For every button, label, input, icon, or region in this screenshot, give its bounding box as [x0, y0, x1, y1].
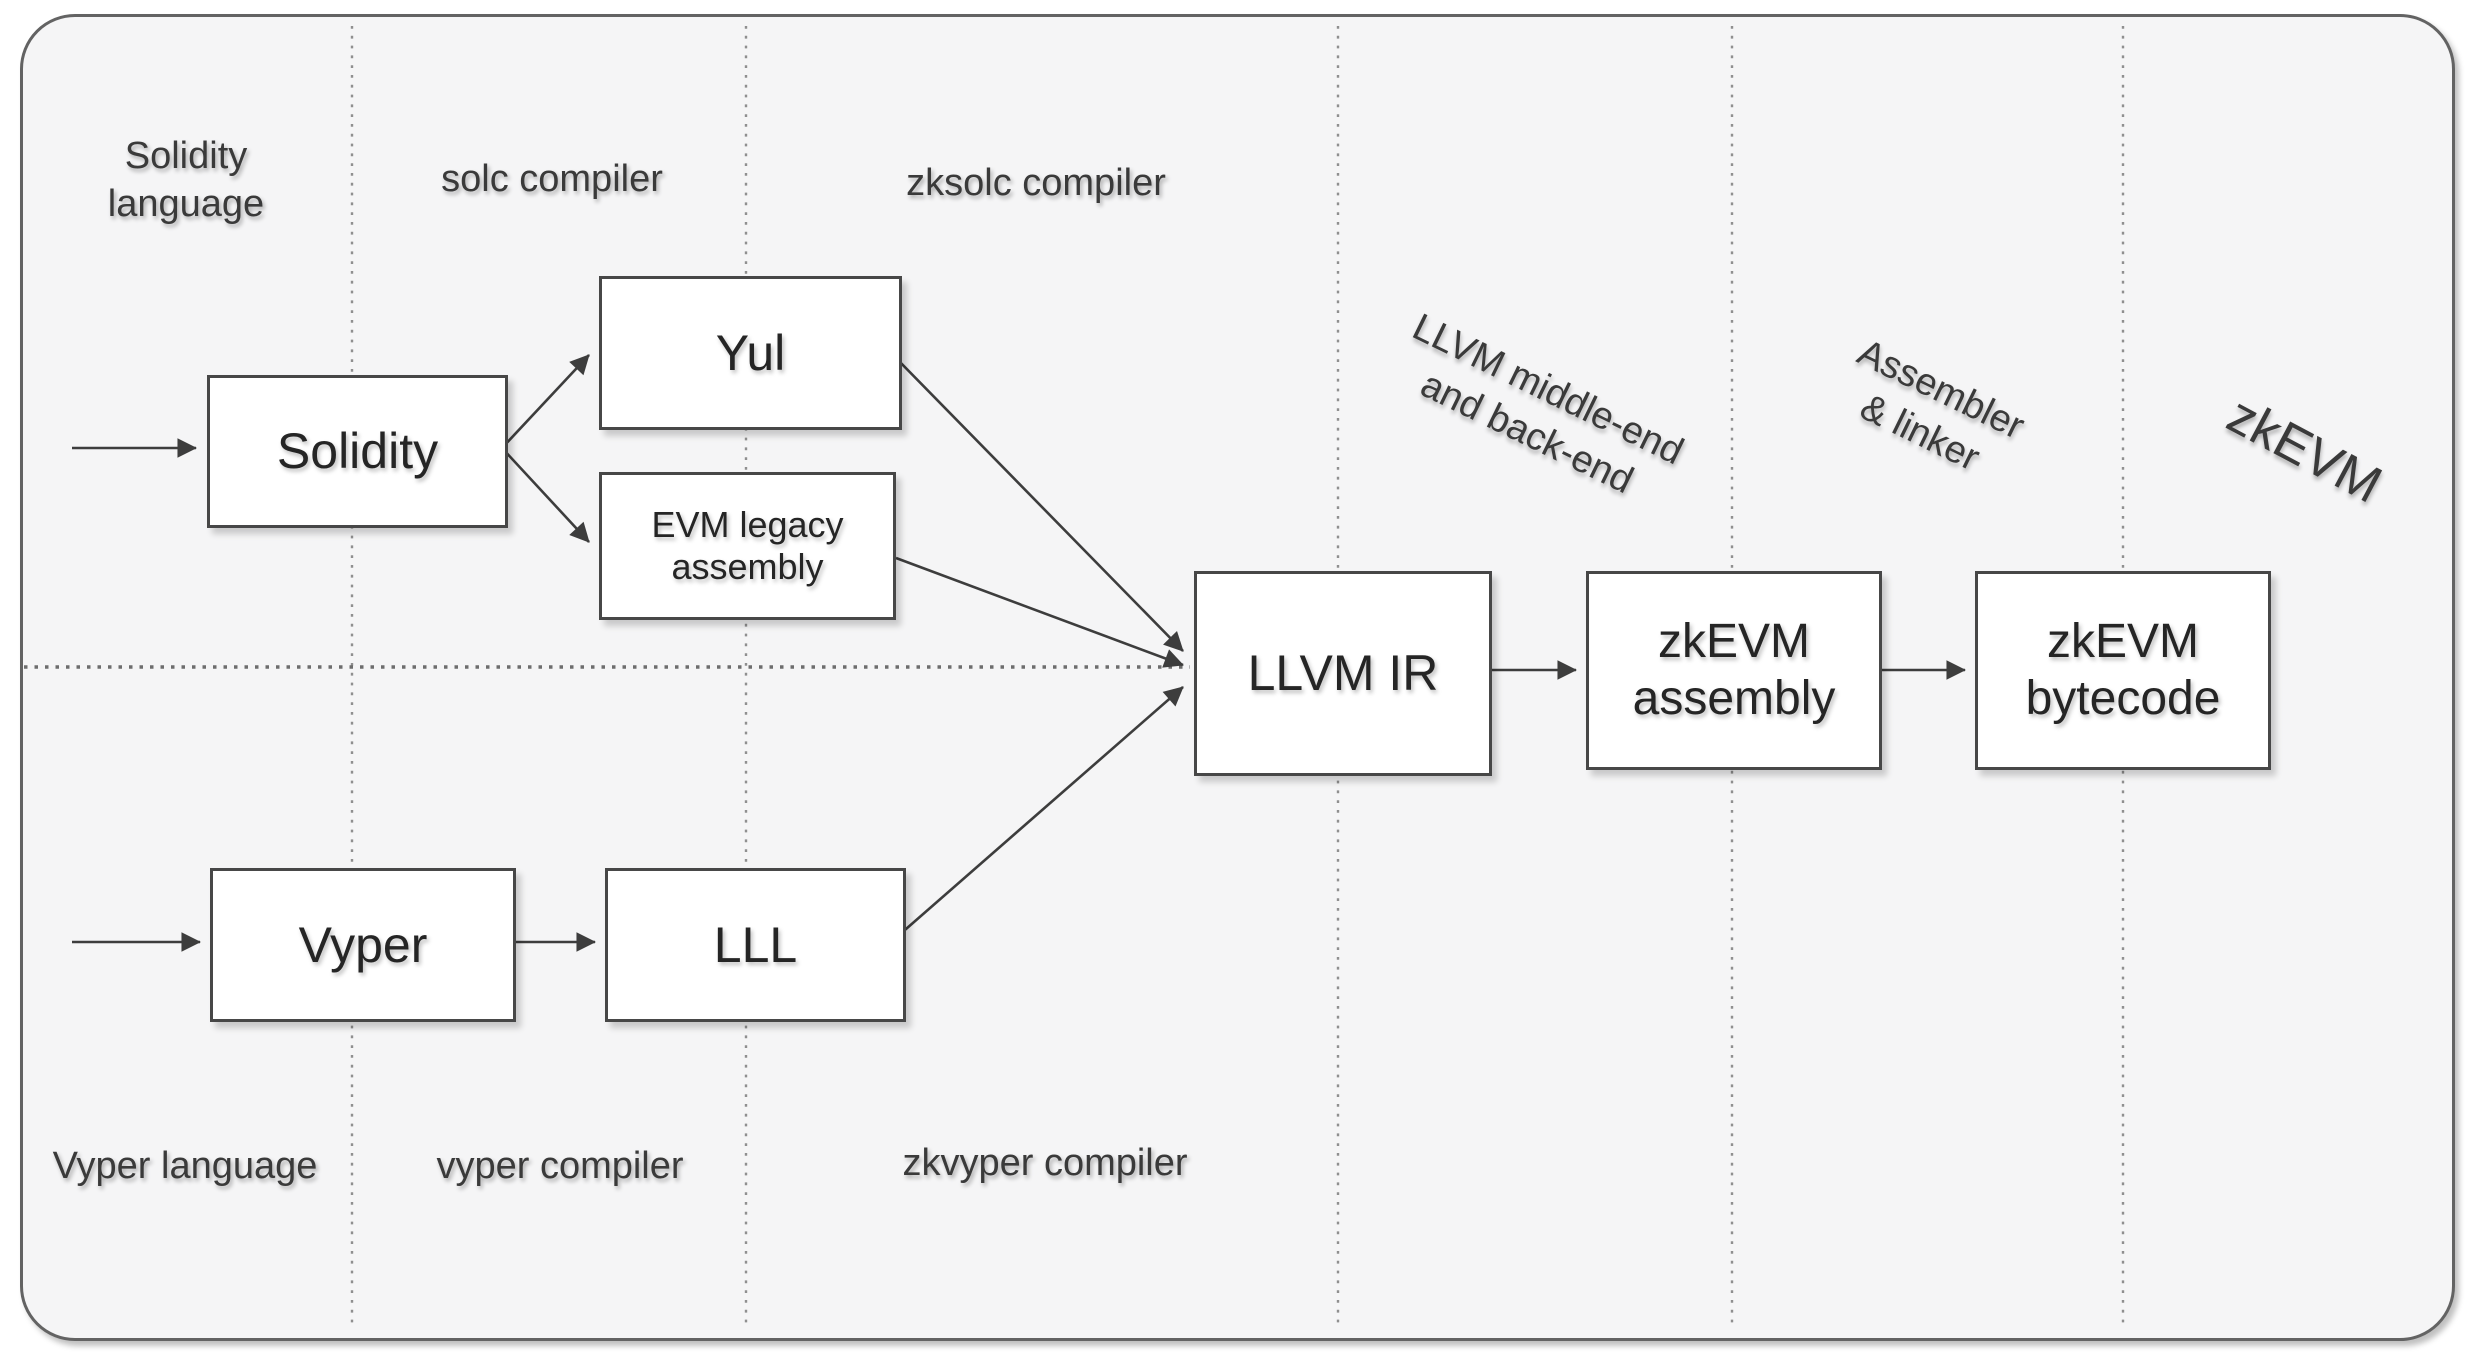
arrow-evm-legacy-to-llvm-ir — [895, 556, 1184, 668]
label-solidity-language: Solidity language — [107, 135, 265, 225]
node-lll: LLL — [605, 868, 906, 1022]
node-evm-legacy-assembly: EVM legacy assembly — [599, 472, 896, 620]
node-zkevm-assembly-label: zkEVM assembly — [1632, 614, 1836, 725]
arrow-lll-to-llvm-ir — [897, 686, 1184, 937]
node-evm-legacy-assembly-label: EVM legacy assembly — [651, 503, 844, 587]
node-vyper: Vyper — [210, 868, 516, 1022]
node-zkevm-assembly: zkEVM assembly — [1586, 571, 1882, 770]
label-vyper-compiler: vyper compiler — [436, 1145, 684, 1188]
node-solidity: Solidity — [207, 375, 508, 528]
node-llvm-ir: LLVM IR — [1194, 571, 1492, 776]
label-zkvyper-compiler: zkvyper compiler — [902, 1142, 1188, 1185]
label-solc-compiler: solc compiler — [441, 158, 663, 201]
node-yul: Yul — [599, 276, 902, 430]
arrow-yul-to-llvm-ir — [895, 357, 1184, 652]
node-llvm-ir-label: LLVM IR — [1247, 645, 1439, 701]
node-zkevm-bytecode-label: zkEVM bytecode — [2025, 614, 2221, 725]
node-lll-label: LLL — [713, 916, 798, 973]
node-zkevm-bytecode: zkEVM bytecode — [1975, 571, 2271, 770]
arrow-solidity-to-evm-legacy — [501, 447, 590, 543]
label-zksolc-compiler: zksolc compiler — [906, 162, 1166, 205]
arrow-solidity-to-yul — [501, 354, 590, 449]
node-vyper-label: Vyper — [298, 916, 428, 973]
label-vyper-language: Vyper language — [52, 1145, 318, 1188]
flow-arrows — [72, 354, 1966, 952]
node-solidity-label: Solidity — [276, 423, 439, 479]
node-yul-label: Yul — [715, 324, 786, 381]
